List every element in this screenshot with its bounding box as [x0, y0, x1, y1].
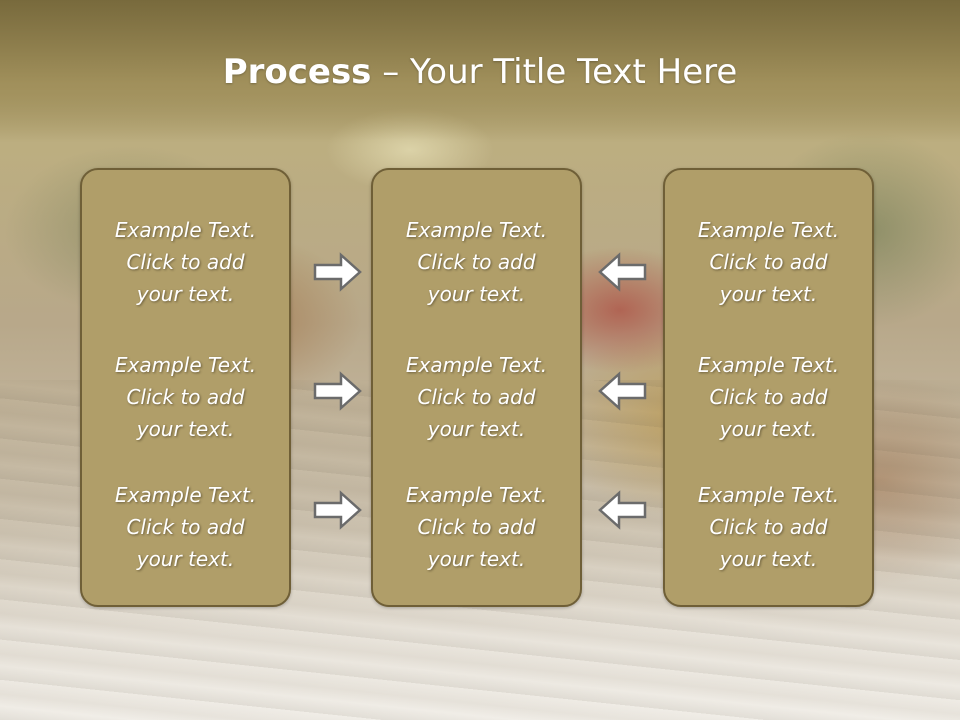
text-line: Click to add — [709, 385, 828, 409]
title-bold: Process — [222, 52, 372, 92]
slide-title[interactable]: Process – Your Title Text Here — [0, 52, 960, 92]
process-box-left[interactable]: Example Text. Click to add your text. Ex… — [80, 168, 291, 607]
text-block[interactable]: Example Text. Click to add your text. — [82, 349, 289, 445]
text-line: Example Text. — [405, 218, 548, 242]
text-line: Click to add — [417, 385, 536, 409]
process-box-center[interactable]: Example Text. Click to add your text. Ex… — [371, 168, 582, 607]
text-line: Click to add — [126, 515, 245, 539]
right-arrow-icon — [313, 490, 362, 530]
text-block[interactable]: Example Text. Click to add your text. — [665, 349, 872, 445]
text-block[interactable]: Example Text. Click to add your text. — [82, 479, 289, 575]
text-line: Example Text. — [114, 353, 257, 377]
text-line: Example Text. — [114, 218, 257, 242]
text-block[interactable]: Example Text. Click to add your text. — [373, 214, 580, 310]
text-block[interactable]: Example Text. Click to add your text. — [373, 479, 580, 575]
text-line: Click to add — [126, 385, 245, 409]
left-arrow-icon — [598, 490, 647, 530]
text-line: Click to add — [709, 250, 828, 274]
text-line: Click to add — [417, 250, 536, 274]
text-block[interactable]: Example Text. Click to add your text. — [373, 349, 580, 445]
text-line: Example Text. — [697, 353, 840, 377]
text-line: your text. — [136, 282, 235, 306]
text-line: Click to add — [709, 515, 828, 539]
right-arrow-icon — [313, 252, 362, 292]
text-line: Example Text. — [114, 483, 257, 507]
left-arrow-icon — [598, 252, 647, 292]
text-line: your text. — [427, 547, 526, 571]
text-line: Example Text. — [405, 483, 548, 507]
text-line: your text. — [136, 547, 235, 571]
text-line: Click to add — [126, 250, 245, 274]
right-arrow-icon — [313, 371, 362, 411]
text-line: Example Text. — [697, 218, 840, 242]
header-band — [0, 0, 960, 140]
text-line: your text. — [427, 417, 526, 441]
left-arrow-icon — [598, 371, 647, 411]
text-block[interactable]: Example Text. Click to add your text. — [665, 214, 872, 310]
text-line: Click to add — [417, 515, 536, 539]
text-line: Example Text. — [697, 483, 840, 507]
text-line: your text. — [427, 282, 526, 306]
text-block[interactable]: Example Text. Click to add your text. — [665, 479, 872, 575]
text-line: Example Text. — [405, 353, 548, 377]
text-line: your text. — [719, 282, 818, 306]
title-rest: – Your Title Text Here — [371, 52, 738, 92]
process-box-right[interactable]: Example Text. Click to add your text. Ex… — [663, 168, 874, 607]
text-line: your text. — [136, 417, 235, 441]
text-line: your text. — [719, 547, 818, 571]
text-line: your text. — [719, 417, 818, 441]
text-block[interactable]: Example Text. Click to add your text. — [82, 214, 289, 310]
